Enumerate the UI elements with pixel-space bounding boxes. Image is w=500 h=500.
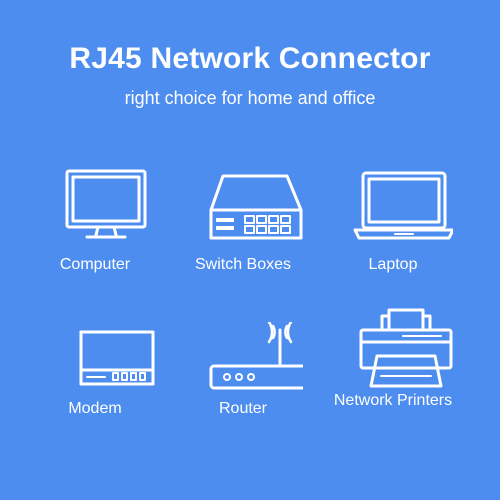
device-label-modem: Modem xyxy=(68,400,122,417)
page-title: RJ45 Network Connector xyxy=(69,42,431,75)
modem-icon xyxy=(79,330,155,386)
computer-monitor-icon xyxy=(65,169,147,239)
device-computer: Computer xyxy=(15,168,175,274)
network-switch-icon xyxy=(209,174,303,240)
device-label-laptop: Laptop xyxy=(368,256,418,273)
printer-icon xyxy=(359,308,453,388)
laptop-icon xyxy=(353,171,453,240)
router-icon xyxy=(209,322,303,390)
device-laptop: Laptop xyxy=(313,168,473,274)
device-label-computer: Computer xyxy=(59,256,131,273)
device-switch-boxes: Switch Boxes xyxy=(163,168,323,274)
device-network-printers: Network Printers xyxy=(313,308,473,410)
device-label-router: Router xyxy=(218,400,268,417)
device-router: Router xyxy=(163,322,323,418)
device-label-network-printers: Network Printers xyxy=(333,392,453,409)
device-modem: Modem xyxy=(15,322,175,418)
device-label-switch-boxes: Switch Boxes xyxy=(194,256,292,273)
page-subtitle: right choice for home and office xyxy=(124,88,376,108)
